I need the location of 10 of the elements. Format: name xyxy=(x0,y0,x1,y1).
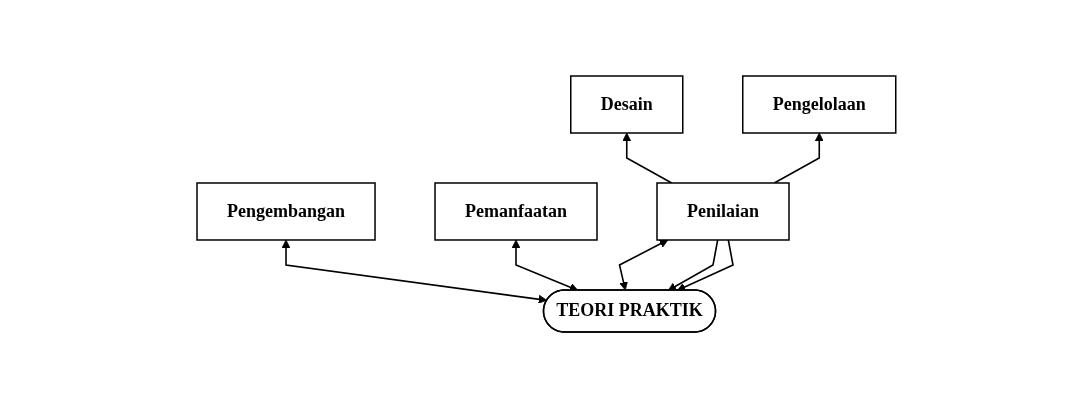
node-box: Penilaian xyxy=(655,182,790,241)
node-box: Desain xyxy=(569,75,684,134)
node-box: Pengembangan xyxy=(195,182,376,241)
arrow xyxy=(773,132,824,184)
arrow xyxy=(281,239,547,304)
node-box: Pemanfaatan xyxy=(433,182,598,241)
node-box: Pengelolaan xyxy=(741,75,897,134)
arrow xyxy=(621,132,673,184)
arrow xyxy=(667,239,719,291)
arrow xyxy=(618,239,668,291)
